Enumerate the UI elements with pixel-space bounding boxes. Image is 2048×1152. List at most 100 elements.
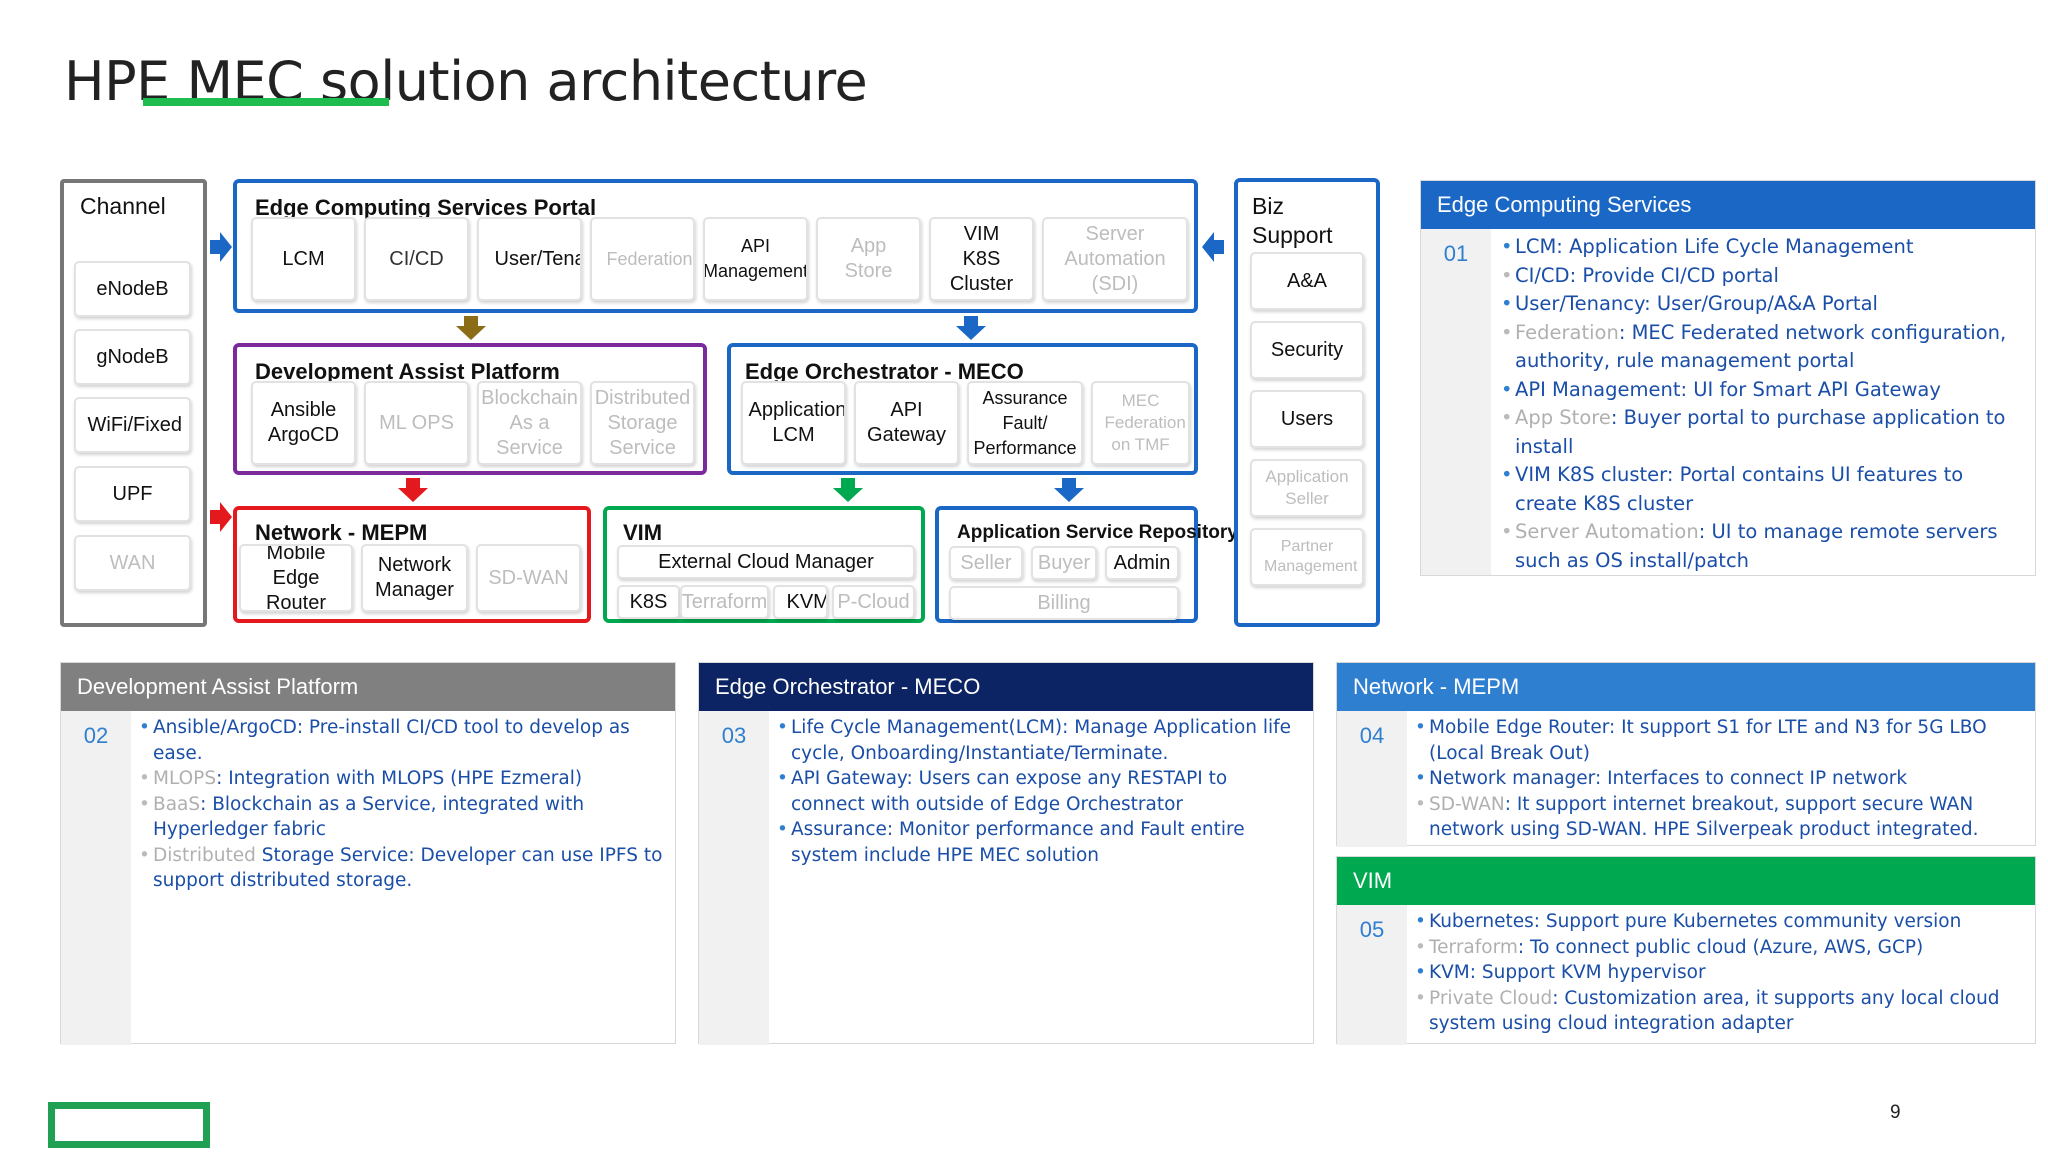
page-number: 9 xyxy=(1890,1102,1901,1123)
mepm-panel: Network - MEPM 04 Mobile Edge Router: It… xyxy=(1336,662,2036,847)
meco-panel: Edge Orchestrator - MECO 03 Life Cycle M… xyxy=(698,662,1314,1045)
biz-item-users: Users xyxy=(1250,390,1364,448)
ecs-panel-list: LCM: Application Life Cycle ManagementCI… xyxy=(1491,229,2035,575)
vim-item-p-cloud: P-Cloud xyxy=(832,585,915,619)
asr-label: Application Service Repository xyxy=(957,522,1238,543)
ecs-bullet-item: API Management: UI for Smart API Gateway xyxy=(1501,376,2027,405)
vim-bullet-item: Private Cloud: Customization area, it su… xyxy=(1415,986,2027,1037)
meco-panel-number: 03 xyxy=(721,723,747,748)
ecs-bullet-item: CI/CD: Provide CI/CD portal xyxy=(1501,262,2027,291)
vim-bullet-item: Terraform: To connect public cloud (Azur… xyxy=(1415,935,2027,961)
ecs-item-vim-k8s: VIM K8S Cluster xyxy=(929,217,1034,301)
dap-bullet-item: MLOPS: Integration with MLOPS (HPE Ezmer… xyxy=(139,766,667,792)
biz-item-security: Security xyxy=(1250,321,1364,379)
ecs-portal-group: Edge Computing Services Portal LCM CI/CD… xyxy=(233,179,1198,313)
mepm-item-sd-wan: SD-WAN xyxy=(476,544,581,612)
vim-group: VIM External Cloud Manager K8S Terraform… xyxy=(603,506,925,623)
arrow-right-icon xyxy=(210,502,232,532)
dap-panel-title: Development Assist Platform xyxy=(61,663,675,711)
vim-bullet-item: KVM: Support KVM hypervisor xyxy=(1415,960,2027,986)
channel-item-gnodeb: gNodeB xyxy=(74,329,191,385)
asr-item-admin: Admin xyxy=(1105,546,1179,580)
meco-label: Edge Orchestrator - MECO xyxy=(745,359,1024,384)
dap-group: Development Assist Platform Ansible Argo… xyxy=(233,343,707,475)
meco-item-mec-federation: MEC Federation on TMF xyxy=(1091,381,1190,465)
meco-bullet-item: Life Cycle Management(LCM): Manage Appli… xyxy=(777,715,1305,766)
biz-support-group: Biz Support A&A Security Users Applicati… xyxy=(1234,178,1380,627)
meco-panel-title: Edge Orchestrator - MECO xyxy=(699,663,1313,711)
ecs-bullet-item: App Store: Buyer portal to purchase appl… xyxy=(1501,404,2027,461)
meco-bullet-item: Assurance: Monitor performance and Fault… xyxy=(777,817,1305,868)
mepm-label: Network - MEPM xyxy=(255,520,428,545)
ecs-item-lcm: LCM xyxy=(251,217,356,301)
meco-item-assurance: Assurance Fault/ Performance xyxy=(967,381,1083,465)
ecs-bullet-item: Server Automation: UI to manage remote s… xyxy=(1501,518,2027,575)
meco-item-api-gateway: API Gateway xyxy=(854,381,959,465)
ecs-bullet-item: User/Tenancy: User/Group/A&A Portal xyxy=(1501,290,2027,319)
dap-panel-list: Ansible/ArgoCD: Pre-install CI/CD tool t… xyxy=(131,711,675,1045)
ecs-portal-label: Edge Computing Services Portal xyxy=(255,195,597,220)
mepm-panel-title: Network - MEPM xyxy=(1337,663,2035,711)
mepm-item-mobile-edge-router: Mobile Edge Router xyxy=(239,544,353,612)
biz-item-aa: A&A xyxy=(1250,252,1364,310)
mepm-bullet-item: Mobile Edge Router: It support S1 for LT… xyxy=(1415,715,2027,766)
vim-item-terraform: Terraform xyxy=(680,585,769,619)
mepm-bullet-item: Network manager: Interfaces to connect I… xyxy=(1415,766,2027,792)
mepm-group: Network - MEPM Mobile Edge Router Networ… xyxy=(233,506,591,623)
vim-panel-title: VIM xyxy=(1337,857,2035,905)
channel-item-wifi: WiFi/Fixed xyxy=(74,397,191,453)
dap-item-mlops: ML OPS xyxy=(364,381,469,465)
ecs-item-federation: Federation xyxy=(590,217,695,301)
ecs-panel: Edge Computing Services 01 LCM: Applicat… xyxy=(1420,180,2036,576)
arrow-down-icon xyxy=(456,316,486,340)
meco-bullet-item: API Gateway: Users can expose any RESTAP… xyxy=(777,766,1305,817)
dap-panel-number: 02 xyxy=(83,723,109,748)
asr-item-billing: Billing xyxy=(949,586,1179,620)
ecs-bullet-item: VIM K8S cluster: Portal contains UI feat… xyxy=(1501,461,2027,518)
channel-item-enodeb: eNodeB xyxy=(74,261,191,317)
mepm-bullet-item: SD-WAN: It support internet breakout, su… xyxy=(1415,792,2027,843)
dap-panel: Development Assist Platform 02 Ansible/A… xyxy=(60,662,676,1045)
arrow-down-icon xyxy=(833,478,863,502)
channel-item-wan: WAN xyxy=(74,535,191,591)
dap-item-distributed-storage: Distributed Storage Service xyxy=(590,381,695,465)
arrow-left-icon xyxy=(1202,232,1224,262)
meco-panel-list: Life Cycle Management(LCM): Manage Appli… xyxy=(769,711,1313,1045)
ecs-bullet-item: LCM: Application Life Cycle Management xyxy=(1501,233,2027,262)
vim-panel: VIM 05 Kubernetes: Support pure Kubernet… xyxy=(1336,856,2036,1045)
ecs-item-server-automation: Server Automation (SDI) xyxy=(1042,217,1188,301)
dap-label: Development Assist Platform xyxy=(255,359,560,384)
ecs-item-api-management: API Management xyxy=(703,217,808,301)
vim-bullet-item: Kubernetes: Support pure Kubernetes comm… xyxy=(1415,909,2027,935)
hpe-logo xyxy=(48,1102,210,1148)
arrow-right-icon xyxy=(210,232,232,262)
biz-item-partner-management: Partner Management xyxy=(1250,528,1364,586)
mepm-panel-number: 04 xyxy=(1359,723,1385,748)
biz-support-label: Biz Support xyxy=(1252,193,1333,248)
asr-item-seller: Seller xyxy=(949,546,1023,580)
asr-group: Application Service Repository Seller Bu… xyxy=(935,506,1238,623)
meco-group: Edge Orchestrator - MECO Application LCM… xyxy=(727,343,1198,475)
ecs-panel-number: 01 xyxy=(1443,241,1469,266)
mepm-panel-list: Mobile Edge Router: It support S1 for LT… xyxy=(1407,711,2035,847)
dap-item-blockchain: Blockchain As a Service xyxy=(477,381,582,465)
vim-item-external-cloud-manager: External Cloud Manager xyxy=(617,545,915,579)
meco-item-app-lcm: Application LCM xyxy=(741,381,846,465)
arrow-down-icon xyxy=(1054,478,1084,502)
asr-item-buyer: Buyer xyxy=(1031,546,1097,580)
dap-item-ansible: Ansible ArgoCD xyxy=(251,381,356,465)
channel-item-upf: UPF xyxy=(74,466,191,522)
dap-bullet-item: Distributed Storage Service: Developer c… xyxy=(139,843,667,894)
dap-bullet-item: Ansible/ArgoCD: Pre-install CI/CD tool t… xyxy=(139,715,667,766)
channel-group: Channel eNodeB gNodeB WiFi/Fixed UPF WAN xyxy=(60,179,207,627)
ecs-item-user-tenancy: User/Tenancy xyxy=(477,217,582,301)
ecs-item-cicd: CI/CD xyxy=(364,217,469,301)
arrow-down-icon xyxy=(956,316,986,340)
vim-panel-number: 05 xyxy=(1359,917,1385,942)
vim-item-k8s: K8S xyxy=(617,585,680,619)
channel-label: Channel xyxy=(80,193,166,219)
ecs-item-app-store: App Store xyxy=(816,217,921,301)
title-underline xyxy=(143,98,389,106)
mepm-item-network-manager: Network Manager xyxy=(361,544,468,612)
arrow-down-icon xyxy=(398,478,428,502)
